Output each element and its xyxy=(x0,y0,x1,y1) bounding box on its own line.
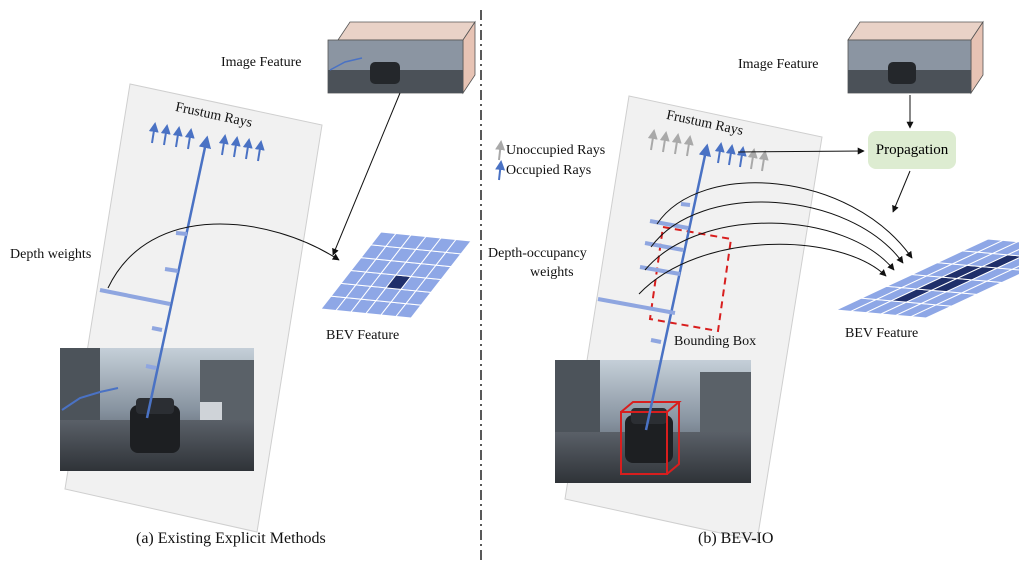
depth-occupancy-label-line2: weights xyxy=(530,265,574,280)
bev-cell xyxy=(1010,265,1019,271)
depth-occupancy-label-line1: Depth-occupancy xyxy=(488,246,587,261)
occupied-ray-arrows xyxy=(714,142,747,168)
bev-grid-icon xyxy=(320,231,472,319)
occupied-ray-arrows xyxy=(148,122,265,162)
propagation-box: Propagation xyxy=(868,131,956,169)
camera-image-photo xyxy=(60,348,254,471)
bounding-box-label: Bounding Box xyxy=(674,334,757,349)
legend-occupied-arrow xyxy=(495,160,506,181)
right-panel xyxy=(495,20,1019,542)
left-panel xyxy=(60,20,476,533)
image-feature-label-right: Image Feature xyxy=(738,57,819,72)
unoccupied-ray-arrows-left xyxy=(647,129,694,157)
bounding-box-3d-icon xyxy=(620,401,682,475)
bev-feature-label-right: BEV Feature xyxy=(845,326,919,341)
bev-cell xyxy=(990,241,1019,256)
image-feature-label-left: Image Feature xyxy=(221,55,302,70)
depth-to-bev-arc xyxy=(107,223,340,289)
caption-left: (a) Existing Explicit Methods xyxy=(136,530,326,547)
propagation-label: Propagation xyxy=(875,141,949,158)
main-frustum-ray xyxy=(145,135,212,419)
caption-right: (b) BEV-IO xyxy=(698,530,774,547)
bev-cell xyxy=(985,268,1019,284)
bev-feature-label-left: BEV Feature xyxy=(326,328,400,343)
feature-to-bev-arrow xyxy=(332,92,401,256)
feature-cube-icon xyxy=(847,20,984,95)
bev-cell xyxy=(995,257,1019,270)
bounding-box-2d xyxy=(648,225,733,333)
bev-grid-icon xyxy=(834,238,1019,319)
depth-weights-label: Depth weights xyxy=(10,247,92,262)
depth-weight-bars xyxy=(99,231,188,370)
camera-image-photo xyxy=(555,360,751,483)
bev-cell xyxy=(1005,248,1019,257)
bev-cell xyxy=(445,238,472,255)
rays-to-propagation-arrow xyxy=(737,147,865,155)
feature-cube-icon xyxy=(327,20,476,95)
occupancy-arcs xyxy=(638,182,913,295)
legend-occupied-label: Occupied Rays xyxy=(506,163,592,178)
propagation-to-bev-arrow xyxy=(892,170,911,213)
bev-cell-highlight xyxy=(980,254,1019,269)
legend-unoccupied-arrow xyxy=(495,140,506,161)
legend-unoccupied-label: Unoccupied Rays xyxy=(506,143,606,158)
unoccupied-ray-arrows-right xyxy=(747,148,769,172)
